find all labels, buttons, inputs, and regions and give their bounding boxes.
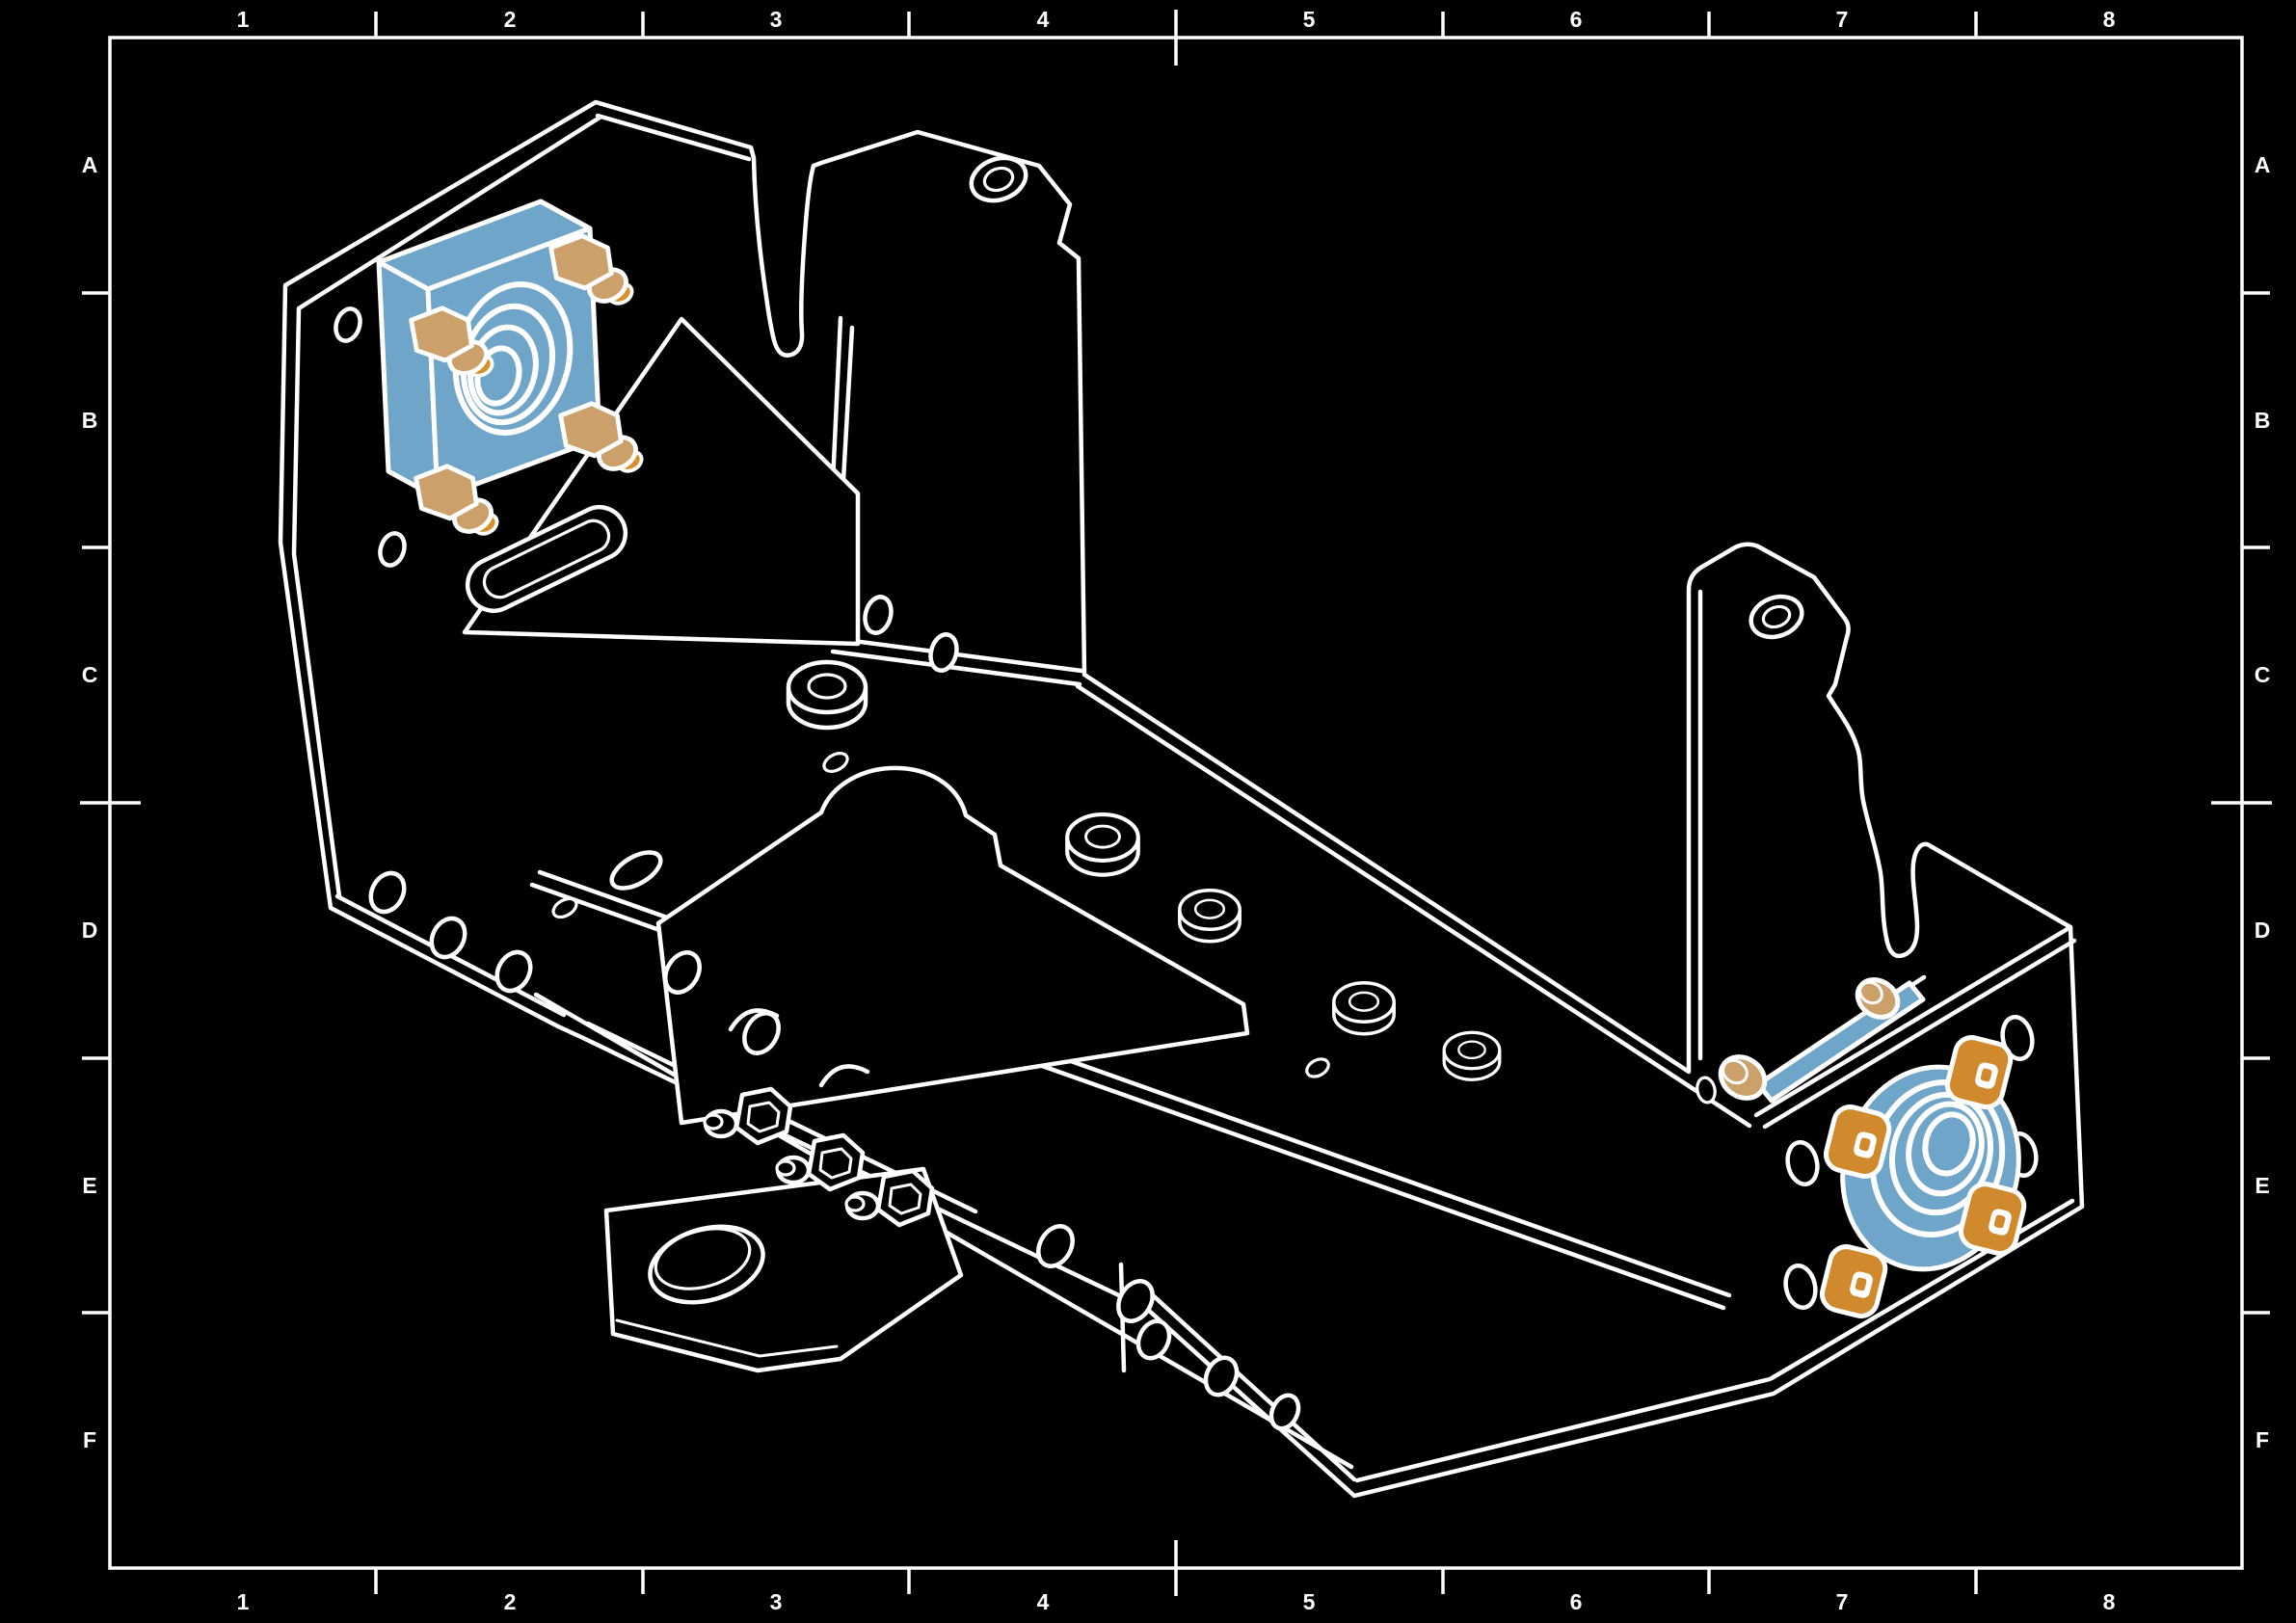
axle-pin — [1718, 974, 1927, 1104]
col-label-bottom: 3 — [770, 1589, 783, 1614]
col-label-top: 8 — [2103, 7, 2116, 32]
floor-cutout — [655, 765, 1250, 1126]
row-label-right: A — [2255, 152, 2271, 177]
hole — [928, 632, 959, 673]
col-label-bottom: 7 — [1836, 1589, 1849, 1614]
col-label-bottom: 2 — [504, 1589, 517, 1614]
col-label-top: 4 — [1037, 7, 1050, 32]
hole — [822, 752, 849, 773]
standoff — [788, 662, 866, 728]
hole — [1305, 1057, 1330, 1078]
col-label-top: 1 — [237, 7, 250, 32]
row-label-right: C — [2255, 662, 2271, 687]
hole — [494, 949, 533, 994]
row-label-left: A — [82, 152, 98, 177]
hitch-plate — [603, 1166, 964, 1373]
row-label-left: D — [82, 918, 98, 943]
hole — [1036, 1224, 1075, 1268]
col-label-bottom: 5 — [1303, 1589, 1316, 1614]
carriage-dome — [728, 1008, 780, 1032]
row-label-left: F — [83, 1427, 96, 1452]
row-label-right: B — [2255, 408, 2271, 433]
hitch-bracket — [603, 1008, 964, 1373]
wall-slot-inner — [482, 519, 611, 599]
col-label-top: 5 — [1303, 7, 1316, 32]
tick-marks-bottom — [374, 1540, 1978, 1596]
hole — [1783, 1264, 1818, 1310]
ear-hole-center — [969, 155, 1028, 203]
hole — [1135, 1318, 1172, 1361]
hole — [2000, 1015, 2035, 1061]
hole — [368, 870, 407, 915]
hole — [1268, 1393, 1301, 1431]
col-label-top: 2 — [504, 7, 517, 32]
axle-bushing — [1718, 1054, 1768, 1101]
hole — [663, 950, 702, 995]
row-label-left: E — [82, 1173, 96, 1198]
standoff — [1442, 1030, 1502, 1081]
col-label-bottom: 6 — [1570, 1589, 1583, 1614]
hole — [429, 916, 467, 960]
row-label-right: F — [2256, 1427, 2269, 1452]
col-label-bottom: 4 — [1037, 1589, 1050, 1614]
tick-marks-right — [2211, 291, 2272, 1315]
zone-border — [80, 10, 2272, 1596]
col-label-bottom: 1 — [237, 1589, 250, 1614]
hole — [1203, 1355, 1240, 1397]
col-label-top: 3 — [770, 7, 783, 32]
zone-labels: 1 2 3 4 5 6 7 8 1 2 3 4 5 6 7 8 A B C D … — [82, 7, 2271, 1614]
col-label-top: 6 — [1570, 7, 1583, 32]
hitch-hole-inner — [654, 1227, 752, 1290]
hole — [334, 306, 362, 343]
carriage-dome — [818, 1064, 870, 1088]
tick-marks-left — [80, 291, 141, 1315]
chassis-holes — [334, 306, 2039, 1431]
axle-bushing — [1855, 977, 1901, 1020]
hitch-plate-edge — [615, 1318, 839, 1358]
standoff — [1178, 888, 1241, 944]
hole — [609, 850, 663, 891]
col-label-bottom: 8 — [2103, 1589, 2116, 1614]
row-label-left: B — [82, 408, 98, 433]
row-label-right: E — [2255, 1173, 2269, 1198]
bearing-flange — [1819, 1034, 2042, 1319]
row-label-left: C — [82, 662, 98, 687]
hole — [1695, 1076, 1717, 1104]
hole — [551, 896, 578, 919]
hole — [378, 531, 407, 568]
hole — [863, 595, 894, 635]
hole — [1785, 1140, 1820, 1186]
tick-marks-top — [374, 10, 1978, 66]
col-label-top: 7 — [1836, 7, 1849, 32]
row-label-right: D — [2255, 918, 2271, 943]
ear-hole-right — [1749, 594, 1804, 640]
standoff — [1067, 814, 1138, 875]
bearing-block — [376, 199, 645, 538]
hole — [1116, 1279, 1155, 1323]
standoff — [1332, 980, 1396, 1036]
